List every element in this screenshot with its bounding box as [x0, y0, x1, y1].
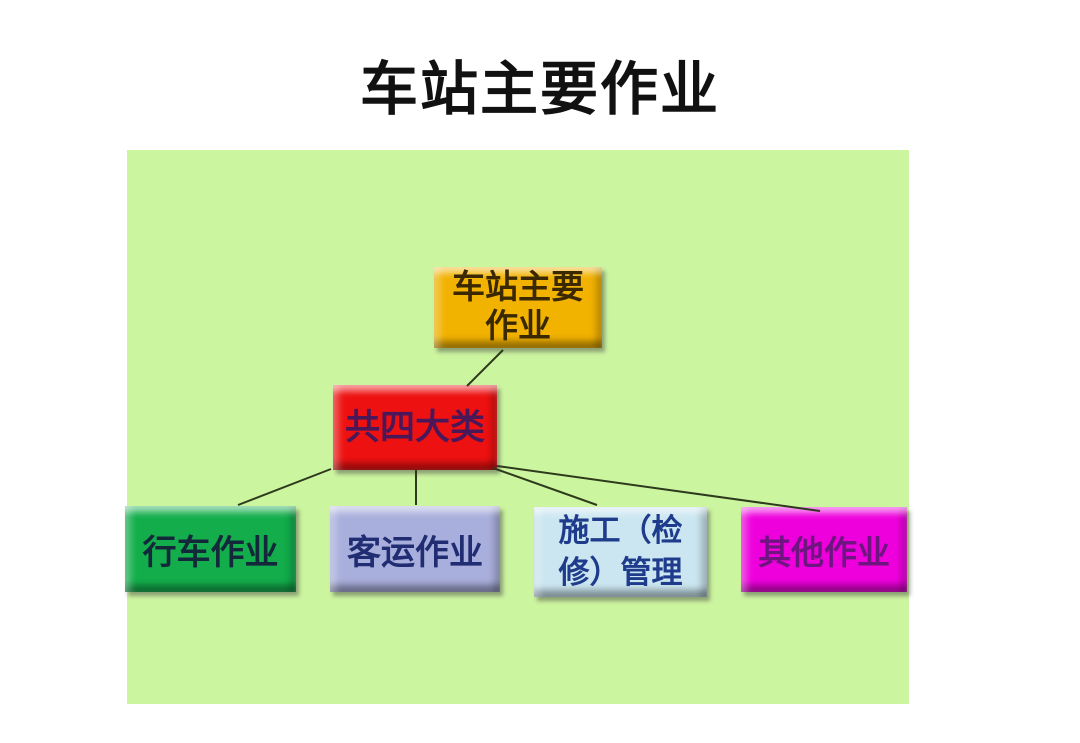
node-passenger-operations: 客运作业 [330, 506, 500, 592]
node-label: 客运作业 [347, 534, 483, 572]
node-station-main-operations: 车站主要 作业 [434, 267, 602, 348]
node-label-line: 车站主要 [452, 269, 584, 306]
node-other-operations: 其他作业 [741, 507, 907, 592]
diagram-panel [127, 150, 909, 704]
node-label: 其他作业 [758, 535, 890, 572]
node-label: 共四大类 [344, 407, 485, 447]
node-label-line: 修）管理 [558, 555, 683, 590]
node-label-line: 施工（检 [558, 513, 683, 548]
node-construction-maintenance-management: 施工（检 修）管理 [534, 507, 707, 597]
node-train-operations: 行车作业 [125, 506, 296, 592]
node-label-line: 作业 [485, 308, 551, 345]
node-four-categories: 共四大类 [333, 385, 497, 470]
slide-title: 车站主要作业 [359, 57, 720, 122]
node-label: 行车作业 [142, 534, 279, 572]
